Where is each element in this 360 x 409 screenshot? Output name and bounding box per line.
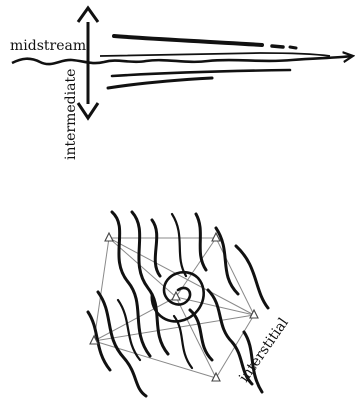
stream-stroke-upper (114, 36, 262, 45)
label-intermediate: intermediate (63, 69, 79, 160)
stream-stroke-mid (100, 53, 330, 56)
label-interstitial: interstitial (236, 315, 292, 385)
flow-diagram: midstream intermediate (10, 8, 352, 160)
label-midstream: midstream (10, 38, 86, 54)
stream-dash-1 (272, 46, 283, 47)
interstitial-diagram: interstitial (88, 212, 292, 396)
triangle-nodes (90, 233, 258, 381)
stream-line-main (12, 56, 352, 64)
stream-stroke-lower-1 (112, 70, 290, 76)
up-arrowhead (78, 8, 98, 22)
triangle-node (105, 233, 113, 241)
stream-stroke-lower-2 (108, 78, 212, 88)
stream-dash-2 (290, 47, 296, 48)
down-arrowhead (78, 103, 98, 118)
